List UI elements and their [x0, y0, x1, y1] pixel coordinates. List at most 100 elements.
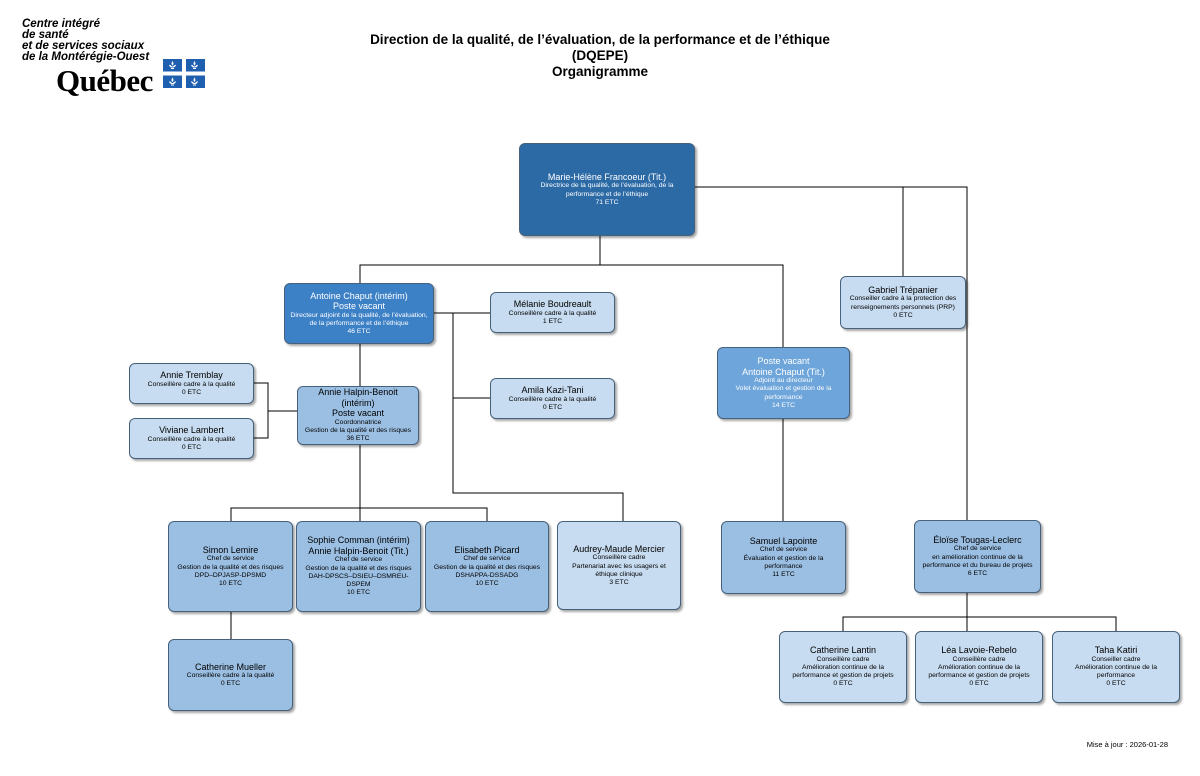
lantin-name: Catherine Lantin [809, 645, 877, 656]
lavoie-role-1: Conseillère cadre [952, 655, 1006, 663]
lapointe-name: Samuel Lapointe [749, 535, 818, 546]
logo-line-3: et de services sociaux [22, 40, 145, 52]
box-lavoie: Léa Lavoie-Rebelo Conseillère cadre Amél… [915, 631, 1043, 703]
picard-etc: 10 ETC [475, 579, 499, 587]
katiri-etc: 0 ETC [1106, 680, 1126, 688]
lemire-role-2: Gestion de la qualité et des risques [177, 563, 284, 571]
connector-chief-picard [360, 507, 488, 521]
connector-director-evaluation [600, 264, 784, 347]
box-tougas: Éloïse Tougas-Leclerc Chef de service en… [914, 520, 1041, 593]
halpin-role-1: Coordonnatrice [334, 418, 382, 426]
logo-line-4: de la Montérégie-Ouest [22, 51, 150, 63]
comman-role-2: Gestion de la qualité et des risques [305, 564, 412, 572]
tremblay-name: Annie Tremblay [160, 370, 223, 381]
lavoie-name: Léa Lavoie-Rebelo [941, 645, 1017, 656]
connector-adjoint-vertical [452, 313, 624, 521]
lantin-role-3: performance et gestion de projets [792, 672, 894, 680]
boudreault-role: Conseillère cadre à la qualité [508, 309, 597, 317]
trepanier-role-1: Conseiller cadre à la protection des [849, 295, 957, 303]
halpin-etc: 36 ETC [346, 435, 370, 443]
box-comman: Sophie Comman (intérim) Annie Halpin-Ben… [296, 521, 421, 612]
tremblay-role: Conseillère cadre à la qualité [147, 380, 236, 388]
mercier-etc: 3 ETC [609, 578, 629, 586]
kazitani-name: Amila Kazi-Tani [521, 385, 584, 396]
title-line-3: Organigramme [551, 64, 649, 79]
mercier-role-3: éthique clinique [595, 570, 643, 578]
lantin-role-1: Conseillère cadre [816, 655, 870, 663]
comman-name-2: Annie Halpin-Benoit (Tit.) [308, 545, 409, 556]
comman-etc: 10 ETC [346, 589, 371, 597]
lapointe-role-3: performance [764, 562, 803, 570]
lambert-etc: 0 ETC [181, 443, 202, 451]
tougas-role-3: performance et du bureau de projets [922, 561, 1033, 569]
adjoint-name-2: Poste vacant [332, 301, 386, 312]
logo-line-2: de santé [22, 29, 69, 41]
logo-line-1: Centre intégré [22, 18, 100, 30]
mercier-role-1: Conseillère cadre [592, 554, 646, 562]
tougas-etc: 6 ETC [967, 569, 988, 577]
connector-tougas-advisors [842, 593, 968, 631]
box-halpin-coordination: Annie Halpin-Benoit (intérim) Poste vaca… [297, 386, 419, 445]
trepanier-name: Gabriel Trépanier [868, 284, 938, 295]
katiri-role-3: performance [1096, 672, 1136, 680]
cisss-logo: Centre intégré de santé et de services s… [22, 18, 212, 98]
lemire-etc: 10 ETC [218, 579, 243, 587]
lantin-etc: 0 ETC [833, 680, 853, 688]
tremblay-etc: 0 ETC [181, 388, 202, 396]
trepanier-etc: 0 ETC [893, 311, 913, 319]
lavoie-role-3: performance et gestion de projets [928, 672, 1030, 680]
kazitani-etc: 0 ETC [542, 403, 563, 411]
chart-title: Direction de la qualité, de l’évaluation… [300, 32, 900, 80]
tougas-role-2: en amélioration continue de la [932, 553, 1023, 561]
connector-halpin-chiefs [230, 445, 361, 521]
mueller-etc: 0 ETC [220, 680, 241, 688]
mercier-name: Audrey-Maude Mercier [573, 543, 665, 554]
halpin-name-1: Annie Halpin-Benoit (intérim) [318, 387, 398, 408]
box-evaluation-adjoint: Poste vacant Antoine Chaput (Tit.) Adjoi… [717, 347, 850, 419]
logo-quebec-wordmark: Québec [56, 63, 153, 98]
box-adjoint-director: Antoine Chaput (intérim) Poste vacant Di… [284, 283, 434, 344]
box-lantin: Catherine Lantin Conseillère cadre Améli… [779, 631, 907, 703]
evaluation-name-1: Poste vacant [757, 356, 810, 367]
katiri-role-1: Conseiller cadre [1091, 655, 1141, 663]
evaluation-etc: 14 ETC [771, 401, 796, 409]
lemire-role-3: DPD–DPJASP-DPSMD [194, 571, 267, 579]
title-line-1: Direction de la qualité, de l’évaluation… [370, 32, 830, 47]
lambert-name: Viviane Lambert [159, 425, 224, 436]
lapointe-role-1: Chef de service [759, 546, 808, 554]
lavoie-role-2: Amélioration continue de la [938, 664, 1020, 672]
comman-role-1: Chef de service [334, 556, 383, 564]
tougas-name: Éloïse Tougas-Leclerc [933, 534, 1022, 545]
mueller-role: Conseillère cadre à la qualité [186, 672, 275, 680]
adjoint-name-1: Antoine Chaput (intérim) [310, 290, 408, 301]
picard-role-2: Gestion de la qualité et des risques [433, 563, 541, 571]
box-kazitani: Amila Kazi-Tani Conseillère cadre à la q… [490, 378, 615, 419]
title-line-2: (DQEPE) [571, 48, 629, 63]
lambert-role: Conseillère cadre à la qualité [147, 435, 236, 443]
lavoie-etc: 0 ETC [969, 680, 989, 688]
halpin-role-2: Gestion de la qualité et des risques [304, 427, 412, 435]
box-katiri: Taha Katiri Conseiller cadre Amélioratio… [1052, 631, 1180, 703]
adjoint-role-2: de la performance et de l’éthique [309, 319, 409, 327]
connector-director-trunk [359, 236, 601, 283]
picard-role-1: Chef de service [463, 555, 511, 563]
evaluation-name-2: Antoine Chaput (Tit.) [742, 366, 825, 377]
kazitani-role: Conseillère cadre à la qualité [508, 395, 597, 403]
adjoint-etc: 46 ETC [347, 328, 371, 336]
tougas-role-1: Chef de service [953, 545, 1002, 553]
comman-role-4: DSPEM [346, 581, 371, 589]
director-role-1: Directrice de la qualité, de l’évaluatio… [540, 182, 674, 190]
director-etc: 71 ETC [595, 198, 619, 206]
lemire-name: Simon Lemire [202, 544, 259, 555]
halpin-name-2: Poste vacant [331, 408, 385, 419]
box-tremblay: Annie Tremblay Conseillère cadre à la qu… [129, 363, 254, 404]
evaluation-role-2: Volet évaluation et gestion de la [735, 385, 832, 393]
lapointe-etc: 11 ETC [772, 570, 795, 578]
mercier-role-2: Partenariat avec les usagers et [572, 562, 666, 570]
picard-name: Elisabeth Picard [454, 544, 520, 555]
boudreault-name: Mélanie Boudreault [513, 299, 592, 310]
quebec-flag-icon [163, 59, 205, 88]
picard-role-3: DSHAPPA-DSSADG [455, 571, 519, 579]
connector-tremblay [254, 382, 269, 439]
